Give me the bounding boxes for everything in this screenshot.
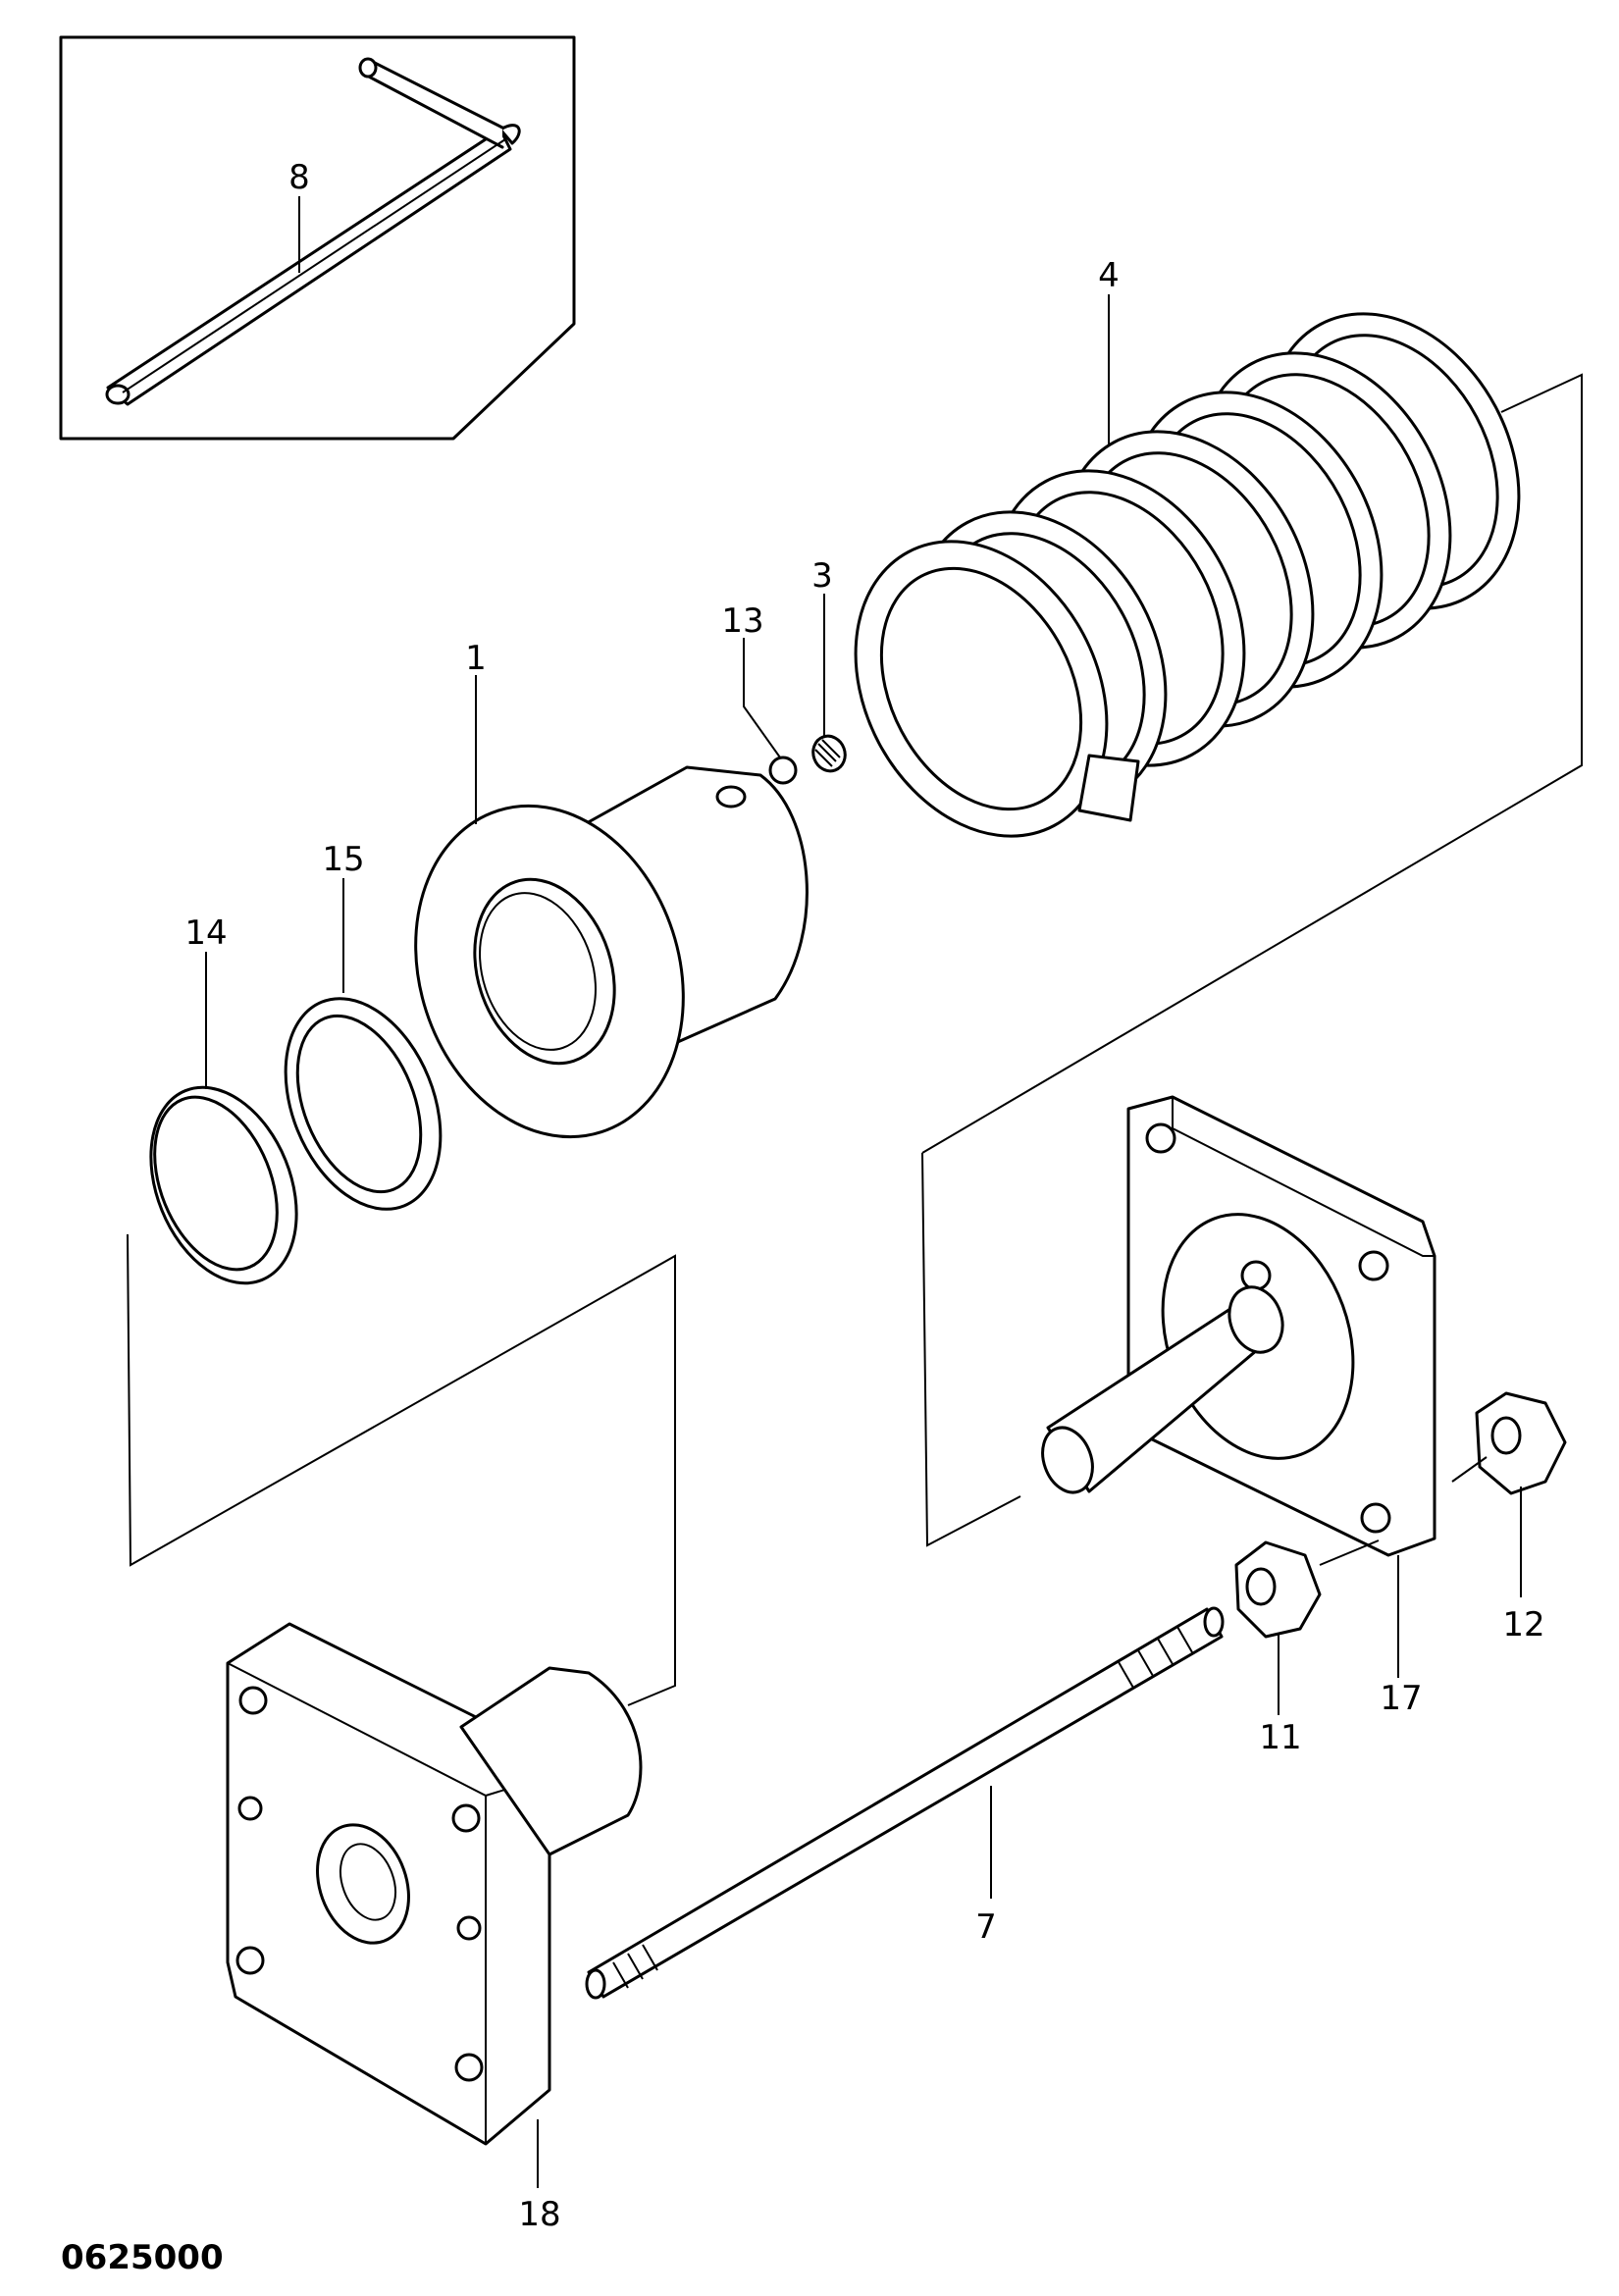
nut-part-12 xyxy=(1475,1391,1567,1495)
callout-18: 18 xyxy=(518,2195,560,2234)
set-screw-part-3 xyxy=(811,734,847,773)
threaded-rod-part-7 xyxy=(585,1606,1225,2000)
ring-part-14 xyxy=(149,1085,298,1285)
callout-8: 8 xyxy=(288,158,310,197)
hex-key-inset xyxy=(59,35,576,441)
callout-17: 17 xyxy=(1380,1679,1422,1718)
callouts: 8 4 3 13 1 15 14 12 17 11 7 18 xyxy=(184,158,1544,2234)
assembly-lines xyxy=(127,373,1583,1706)
flange-with-boss-part-18 xyxy=(226,1622,643,2146)
leader-lines xyxy=(205,196,1522,2188)
nut-part-11 xyxy=(1234,1540,1322,1639)
callout-12: 12 xyxy=(1502,1605,1544,1644)
callout-7: 7 xyxy=(975,1907,997,1947)
coil-spring-part-4 xyxy=(854,312,1521,838)
callout-14: 14 xyxy=(184,913,227,953)
callout-11: 11 xyxy=(1259,1718,1301,1757)
callout-15: 15 xyxy=(322,840,364,879)
callout-4: 4 xyxy=(1098,256,1120,295)
sleeve-part-1 xyxy=(414,765,809,1139)
seal-ring-part-15 xyxy=(284,997,443,1211)
callout-3: 3 xyxy=(811,556,833,596)
flange-with-shaft-part-17 xyxy=(1041,1095,1436,1557)
ball-part-13 xyxy=(768,756,798,785)
drawing-code: 0625000 xyxy=(61,2238,224,2277)
callout-13: 13 xyxy=(721,601,763,641)
callout-1: 1 xyxy=(465,639,487,678)
